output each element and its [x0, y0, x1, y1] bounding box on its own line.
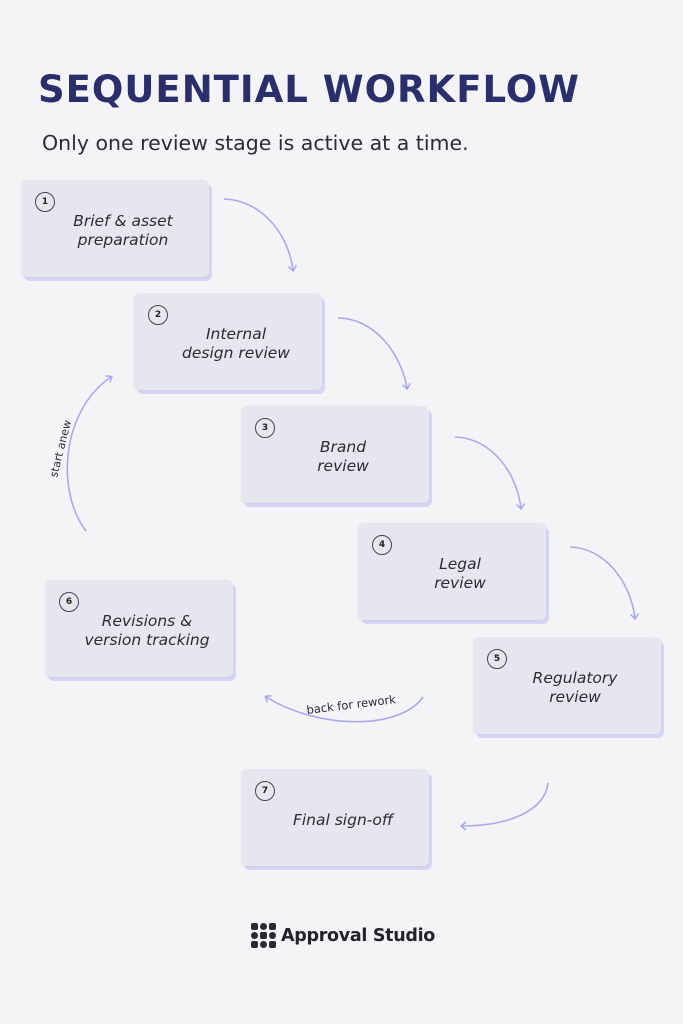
step-card-3: 3 Brand review — [241, 406, 429, 503]
step-number-badge: 5 — [487, 649, 507, 669]
arrow-3-to-4 — [454, 436, 526, 511]
step-number-badge: 3 — [255, 418, 275, 438]
page-subtitle: Only one review stage is active at a tim… — [42, 131, 469, 155]
approval-studio-logo-icon — [251, 923, 276, 948]
arrow-1-to-2 — [223, 198, 298, 273]
start-anew-label: start anew — [47, 419, 74, 479]
step-label: Final sign-off — [292, 811, 394, 829]
step-label: Internal design review — [182, 325, 290, 362]
page-title: SEQUENTIAL WORKFLOW — [38, 68, 580, 111]
arrow-2-to-3 — [337, 317, 411, 391]
step-label: Revisions & version tracking — [84, 612, 210, 649]
step-number-badge: 2 — [148, 305, 168, 325]
step-card-5: 5 Regulatory review — [473, 637, 661, 734]
step-label: Regulatory review — [532, 669, 618, 706]
step-number-badge: 6 — [59, 592, 79, 612]
step-number-badge: 7 — [255, 781, 275, 801]
step-card-6: 6 Revisions & version tracking — [45, 580, 233, 677]
brand-logo: Approval Studio — [250, 922, 435, 949]
brand-name: Approval Studio — [281, 925, 436, 946]
step-number-badge: 1 — [35, 192, 55, 212]
arrow-4-to-5 — [569, 546, 640, 621]
arrow-back-for-rework — [264, 694, 424, 723]
step-card-7: 7 Final sign-off — [241, 769, 429, 866]
step-card-1: 1 Brief & asset preparation — [21, 180, 209, 277]
step-card-4: 4 Legal review — [358, 523, 546, 620]
back-for-rework-label: back for rework — [306, 692, 397, 717]
step-number-badge: 4 — [372, 535, 392, 555]
arrow-5-to-7 — [459, 782, 549, 831]
step-label: Brand review — [317, 438, 369, 475]
step-label: Legal review — [434, 555, 486, 592]
step-label: Brief & asset preparation — [73, 212, 173, 249]
step-card-2: 2 Internal design review — [134, 293, 322, 390]
arrow-start-anew — [66, 375, 113, 532]
